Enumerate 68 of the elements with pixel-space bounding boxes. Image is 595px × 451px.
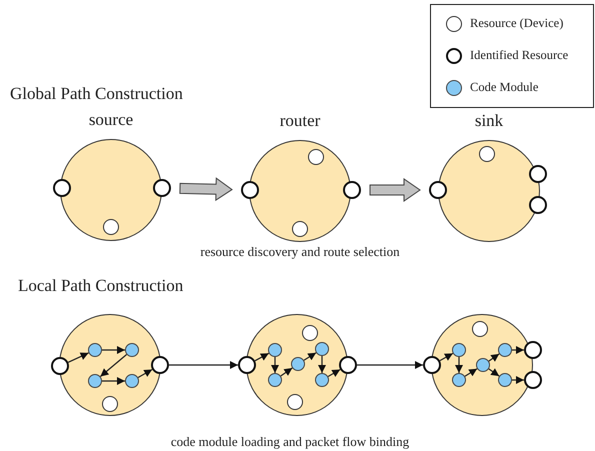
- identified-resource-circle: [429, 181, 447, 199]
- code-module-circle: [268, 343, 282, 357]
- code-module-circle: [125, 343, 139, 357]
- resource-circle: [308, 149, 324, 165]
- resource-circle: [287, 394, 303, 410]
- resource-circle: [302, 325, 318, 341]
- legend-label: Code Module: [470, 80, 538, 95]
- code-module-circle: [498, 373, 512, 387]
- section-heading: Global Path Construction: [10, 84, 183, 104]
- code-module-circle: [315, 373, 329, 387]
- code-module-circle: [268, 373, 282, 387]
- identified-resource-circle: [529, 196, 547, 214]
- identified-resource-circle: [524, 341, 542, 359]
- arrow: [68, 352, 89, 363]
- code-module-circle: [452, 343, 466, 357]
- code-module-circle: [315, 342, 329, 356]
- resource-circle: [479, 146, 495, 162]
- identified-resource-circle: [153, 179, 171, 197]
- caption: code module loading and packet flow binding: [170, 434, 410, 450]
- resource-circle: [102, 396, 118, 412]
- block-arrow: [179, 177, 233, 202]
- identified-resource-circle: [423, 356, 441, 374]
- section-heading: Local Path Construction: [18, 276, 184, 296]
- arrow: [254, 352, 270, 362]
- identified-resource-circle: [524, 371, 542, 389]
- arrow: [488, 368, 500, 377]
- code-module-circle: [88, 374, 102, 388]
- code-module-circle: [476, 358, 490, 372]
- caption: resource discovery and route selection: [200, 244, 400, 260]
- code-module-circle: [88, 343, 102, 357]
- arrow: [455, 357, 463, 373]
- arrow: [318, 356, 326, 373]
- code-module-circle: [291, 357, 305, 371]
- identified-resource-circle: [339, 356, 357, 374]
- arrow: [100, 354, 127, 377]
- identified-resource-circle: [53, 179, 71, 197]
- arrow: [138, 368, 152, 378]
- resource-circle: [292, 221, 308, 237]
- arrow: [280, 368, 293, 376]
- identified-resource-circle: [343, 181, 361, 199]
- device-label: source: [88, 110, 134, 130]
- legend-label: Identified Resource: [470, 48, 568, 63]
- code-module-circle: [452, 373, 466, 387]
- arrow: [102, 377, 125, 385]
- block-arrow: [370, 178, 421, 202]
- identified-resource-circle: [529, 165, 547, 183]
- device-label: router: [280, 111, 320, 131]
- arrow: [512, 346, 524, 354]
- resource-circle: [472, 321, 488, 337]
- identified-resource-circle: [238, 356, 256, 374]
- arrow: [512, 376, 524, 384]
- device-label: sink: [474, 111, 504, 131]
- arrow: [328, 368, 340, 378]
- arrow: [357, 361, 423, 369]
- code-module-circle: [498, 343, 512, 357]
- identified-resource-circle: [151, 356, 169, 374]
- identified-resource-circle: [241, 181, 259, 199]
- arrow: [169, 361, 238, 369]
- arrow: [488, 353, 500, 362]
- code-module-circle: [125, 374, 139, 388]
- arrow: [440, 352, 454, 362]
- legend-label: Resource (Device): [470, 16, 564, 31]
- arrow: [271, 357, 279, 373]
- resource-circle: [103, 219, 119, 235]
- arrow: [464, 368, 478, 377]
- identified-resource-circle: [51, 357, 69, 375]
- arrow: [102, 346, 125, 354]
- arrow: [304, 352, 316, 361]
